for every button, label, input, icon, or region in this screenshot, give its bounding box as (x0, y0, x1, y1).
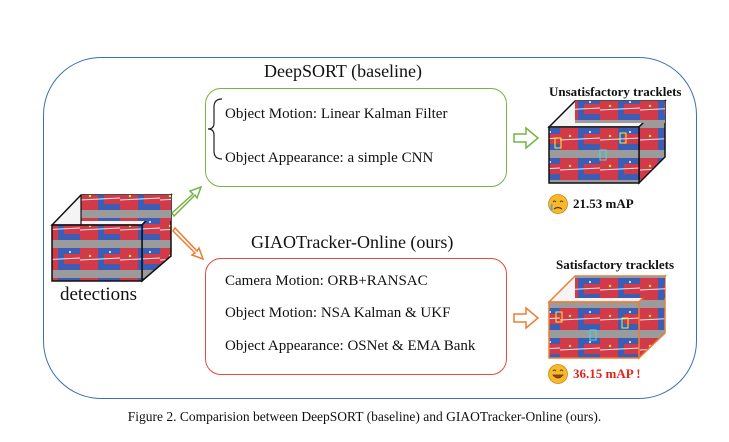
deepsort-box (205, 88, 507, 187)
figure-caption: Figure 2. Comparision between DeepSORT (… (127, 409, 602, 424)
satisfactory-label: Satisfactory tracklets (556, 257, 675, 272)
giao-item-camera: Camera Motion: ORB+RANSAC (225, 273, 428, 289)
unsatisfactory-label: Unsatisfactory tracklets (549, 84, 682, 99)
orange-right-arrow (513, 306, 540, 330)
detections-label: detections (60, 284, 138, 305)
deepsort-brace (207, 98, 223, 160)
giao-item-appearance: Object Appearance: OSNet & EMA Bank (225, 338, 476, 354)
deepsort-item-appearance: Object Appearance: a simple CNN (225, 150, 434, 166)
giao-title: GIAOTracker-Online (ours) (251, 232, 454, 252)
outer-frame (43, 57, 697, 399)
giao-box (205, 258, 507, 375)
baseline-score: 21.53 mAP (573, 196, 634, 211)
deepsort-title: DeepSORT (baseline) (264, 61, 423, 81)
green-diagonal-arrow (171, 185, 203, 218)
happy-emoji-icon (548, 364, 568, 384)
crying-emoji-icon (548, 194, 568, 214)
deepsort-item-motion: Object Motion: Linear Kalman Filter (225, 106, 448, 122)
detections-cube (50, 193, 173, 283)
giao-item-motion: Object Motion: NSA Kalman & UKF (225, 305, 451, 321)
ours-score: 36.15 mAP ! (573, 366, 641, 381)
green-right-arrow (513, 126, 540, 150)
satisfactory-cube (547, 274, 667, 360)
unsatisfactory-cube (547, 99, 667, 185)
orange-diagonal-arrow (172, 226, 205, 261)
